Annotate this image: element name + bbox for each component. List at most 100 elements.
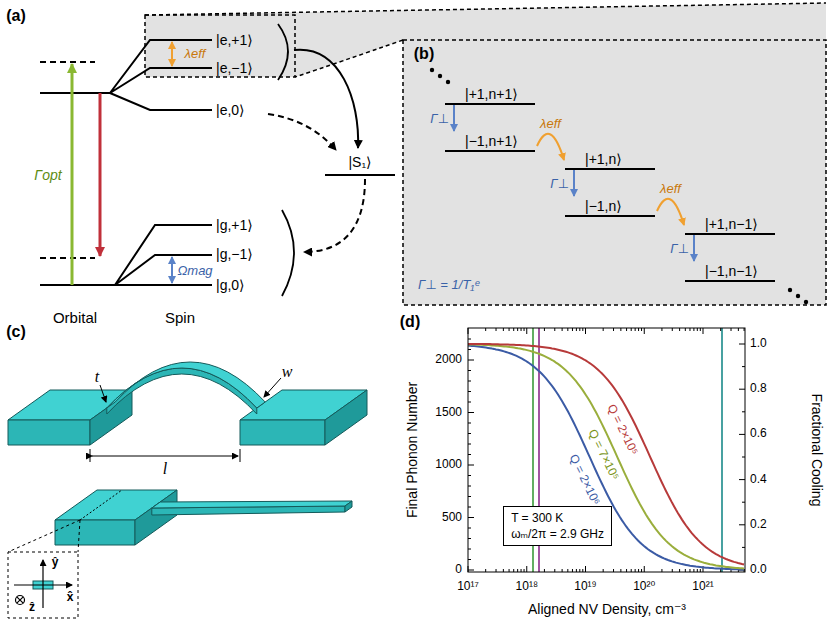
curve-label: Q = 2×10⁶ — [566, 452, 603, 507]
state-label: |S₁⟩ — [348, 154, 371, 170]
axis-label: ẑ — [29, 601, 35, 615]
rate-definition: Γ⊥ = 1/T₁ᵉ — [418, 278, 479, 293]
dimension-marks-part — [90, 449, 91, 462]
transition-arrows-part — [294, 50, 358, 148]
chart-stroke — [526, 328, 527, 334]
zoom-region-part — [295, 40, 403, 77]
transition-arrow — [693, 235, 695, 261]
state-label: |e,+1⟩ — [216, 32, 253, 48]
energy-levels-part — [40, 257, 95, 259]
chart-stroke — [468, 517, 474, 518]
chart — [468, 328, 745, 572]
transition-arrow — [537, 134, 564, 160]
chart-stroke — [585, 328, 586, 334]
zoom-region-part — [145, 3, 826, 305]
axis-label: ŷ — [52, 556, 59, 570]
coupling-label: λeff — [185, 47, 206, 62]
chart-part — [468, 328, 745, 572]
transition-arrows — [72, 42, 365, 285]
energy-levels-part — [40, 61, 95, 63]
energy-levels-part — [325, 174, 395, 176]
state-label: |+1,n⟩ — [585, 150, 651, 168]
dimension-marks-part — [78, 520, 80, 552]
dimension-marks-part — [14, 584, 72, 585]
beam-drawing-part — [135, 490, 177, 545]
tick-label: 0.4 — [750, 473, 767, 487]
edge-label: Γ⊥ — [670, 241, 689, 256]
zoom-region-part — [796, 294, 800, 298]
beam-drawing-part — [107, 368, 257, 414]
transition-arrow — [657, 199, 684, 225]
state-label: |e,0⟩ — [216, 102, 245, 118]
dimension-marks-part — [264, 378, 281, 397]
transition-arrows-part — [71, 64, 74, 285]
tick-label: 0.2 — [750, 518, 767, 532]
edge-label: λeff — [540, 116, 561, 131]
state-label: |+1,n+1⟩ — [465, 85, 531, 103]
axis-caption: Orbital — [53, 309, 97, 326]
data-curve — [468, 344, 744, 568]
chart-stroke — [739, 389, 745, 390]
transition-arrows-part — [171, 257, 173, 283]
zoom-region — [145, 3, 826, 305]
transition-arrows-part — [99, 93, 102, 256]
chart-part — [468, 328, 745, 572]
transition-arrows-part — [304, 179, 365, 252]
zoom-region-part — [403, 40, 826, 305]
state-label: |−1,n+1⟩ — [465, 132, 531, 150]
tick-label: 10²¹ — [692, 580, 713, 594]
energy-level: |+1,n−1⟩ — [685, 215, 775, 235]
tick-label: 1000 — [435, 458, 462, 472]
chart-stroke — [468, 360, 474, 361]
energy-levels-part — [40, 284, 115, 286]
panel-letter: (d) — [400, 313, 420, 331]
transition-arrow — [573, 170, 575, 196]
dimension-marks-part — [100, 385, 106, 402]
dimension-marks — [8, 378, 281, 618]
tick-label: 0 — [455, 563, 462, 577]
beam-drawing-part — [325, 390, 367, 445]
dimension-label: w — [282, 363, 293, 381]
energy-level: |+1,n+1⟩ — [445, 85, 535, 105]
energy-levels-part — [278, 24, 288, 80]
energy-levels-part — [110, 40, 212, 110]
panel-letter: (a) — [6, 7, 26, 25]
curve-label: Q = 7×10⁵ — [585, 427, 622, 482]
tick-label: 10²⁰ — [633, 580, 655, 594]
beam-drawing-part — [80, 490, 122, 520]
chart-stroke — [644, 566, 645, 572]
axis-title: Aligned NV Density, cm⁻³ — [528, 601, 686, 617]
parameter-text: T = 300 K — [511, 510, 604, 526]
transition-arrows-part — [171, 42, 173, 66]
chart-stroke — [585, 566, 586, 572]
chart-stroke — [526, 566, 527, 572]
beam-drawing-part — [55, 520, 135, 545]
beam-drawing — [8, 362, 367, 545]
panel-letter: (b) — [414, 45, 434, 63]
dimension-marks-part — [8, 520, 80, 552]
axis-label: x̂ — [67, 591, 74, 605]
edge-label: Γ⊥ — [430, 111, 449, 126]
chart-stroke — [739, 479, 745, 480]
state-label: |g,−1⟩ — [216, 246, 253, 262]
state-label: |+1,n−1⟩ — [705, 215, 771, 233]
zoom-region-part — [788, 288, 792, 292]
chart-stroke — [739, 524, 745, 525]
state-label: |g,+1⟩ — [216, 217, 253, 233]
state-label: |e,−1⟩ — [216, 60, 253, 76]
edge-label: λeff — [660, 181, 681, 196]
edge-label: Γ⊥ — [550, 176, 569, 191]
axis-title: Final Phonon Number — [404, 382, 420, 518]
energy-level: |−1,n⟩ — [565, 197, 655, 217]
beam-drawing-part — [345, 501, 352, 512]
axis-title: Fractional Cooling — [809, 394, 825, 507]
panel-letter: (c) — [6, 323, 26, 341]
state-label: |−1,n−1⟩ — [705, 262, 771, 280]
tick-label: 0.6 — [750, 427, 767, 441]
chart-stroke — [739, 344, 745, 345]
parameter-box: T = 300 Kωₘ/2π = 2.9 GHz — [503, 506, 612, 546]
dimension-marks-part — [8, 552, 78, 618]
state-label: |−1,n⟩ — [585, 197, 651, 215]
